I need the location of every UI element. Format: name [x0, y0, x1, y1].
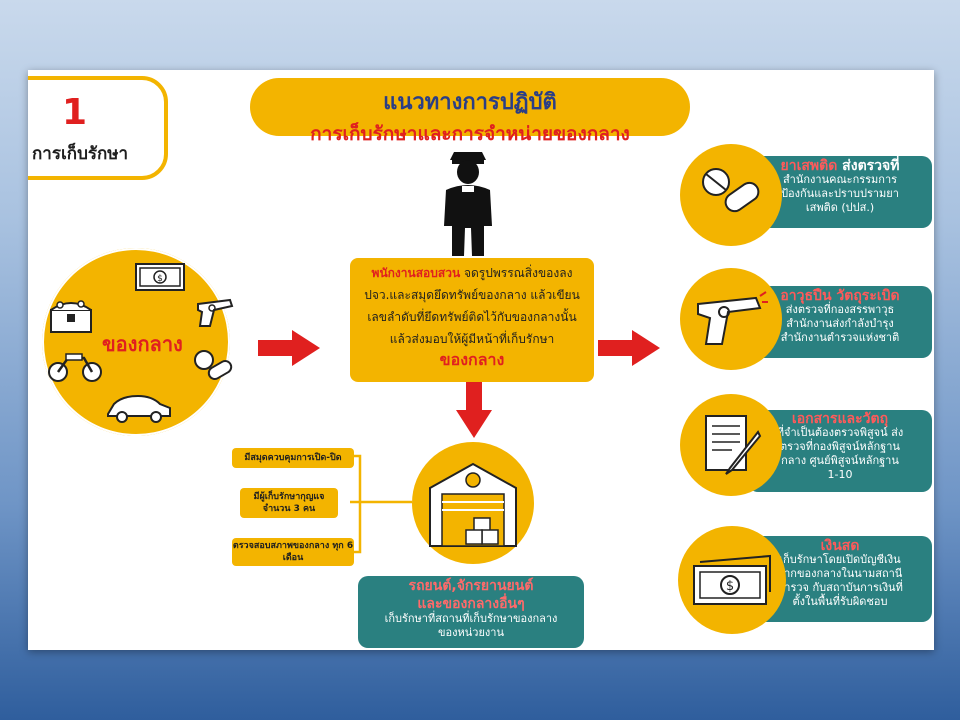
- procedure-line-5: ของกลาง: [439, 350, 505, 369]
- weapons-title: อาวุธปืน วัตถุระเบิด: [748, 289, 932, 303]
- procedure-line-2: ปจว.และสมุดยึดทรัพย์ของกลาง แล้วเขียน: [364, 288, 580, 302]
- slide: 1 การเก็บรักษา แนวทางการปฏิบัติ การเก็บร…: [28, 70, 934, 650]
- documents-line-4: 1-10: [827, 468, 853, 481]
- documents-title: เอกสารและวัตถุ: [748, 412, 932, 426]
- drugs-line-2: ป้องกันและปราบปรามยา: [781, 187, 899, 200]
- evidence-circle: $ ของกลาง: [42, 248, 234, 436]
- gun-icon: [197, 298, 234, 327]
- vehicles-title-2: และของกลางอื่นๆ: [417, 596, 525, 612]
- documents-line-3: กลาง ศูนย์พิสูจน์หลักฐาน: [781, 454, 899, 467]
- procedure-box: พนักงานสอบสวน จดรูปพรรณสิ่งของลง ปจว.และ…: [350, 258, 594, 382]
- weapons-line-2: สำนักงานส่งกำลังบำรุง: [786, 317, 894, 330]
- evidence-label: ของกลาง: [102, 332, 183, 356]
- cash-box: เงินสด เก็บรักษาโดยเปิดบัญชีเงิน ฝากของก…: [748, 536, 932, 622]
- badge-number: 1: [62, 92, 88, 133]
- documents-title-red: เอกสารและวัตถุ: [791, 411, 889, 427]
- drugs-line-3: เสพติด (ปปส.): [805, 201, 875, 214]
- title-sub: การเก็บรักษาและการจำหน่ายของกลาง: [310, 123, 630, 145]
- pills-icon: [194, 350, 233, 380]
- weapons-title-red: อาวุธปืน วัตถุระเบิด: [780, 288, 900, 304]
- connector-lines: [350, 454, 412, 554]
- documents-circle: [680, 394, 782, 496]
- cash-title-red: เงินสด: [820, 538, 860, 554]
- documents-line-1: ที่จำเป็นต้องตรวจพิสูจน์ ส่ง: [776, 426, 904, 439]
- drugs-title-rest: ส่งตรวจที่: [837, 158, 900, 174]
- cash-circle: $: [678, 526, 786, 634]
- treasure-chest-icon: [50, 300, 92, 333]
- procedure-line-1: พนักงานสอบสวน จดรูปพรรณสิ่งของลง: [350, 262, 594, 284]
- storage-circle: [412, 442, 534, 564]
- drugs-circle: [680, 144, 782, 246]
- weapons-circle: [680, 268, 782, 370]
- procedure-line-3: เลขลำดับที่ยึดทรัพย์ติดไว้กับของกลางนั้น: [367, 310, 577, 324]
- svg-text:$: $: [157, 274, 163, 284]
- arrow-right-icon: [598, 330, 660, 366]
- drugs-line-1: สำนักงานคณะกรรมการ: [782, 173, 898, 186]
- drugs-title: ยาเสพติด ส่งตรวจที่: [748, 159, 932, 173]
- arrow-right-icon: [258, 330, 320, 366]
- storage-rule-3: ตรวจสอบสภาพของกลาง ทุก 6 เดือน: [232, 538, 354, 566]
- vehicles-desc-1: เก็บรักษาที่สถานที่เก็บรักษาของกลาง: [384, 612, 558, 625]
- banknote-icon: $: [135, 263, 185, 291]
- procedure-line-1-text: จดรูปพรรณสิ่งของลง: [460, 266, 573, 280]
- cash-title: เงินสด: [748, 539, 932, 553]
- storage-rule-1: มีสมุดควบคุมการเปิด-ปิด: [232, 448, 354, 468]
- cash-line-1: เก็บรักษาโดยเปิดบัญชีเงิน: [779, 553, 901, 566]
- section-badge: 1 การเก็บรักษา: [28, 76, 168, 180]
- revolver-icon: [697, 291, 768, 345]
- storage-rule-2: มีผู้เก็บรักษากุญแจ จำนวน 3 คน: [240, 488, 338, 518]
- weapons-line-3: สำนักงานตำรวจแห่งชาติ: [780, 331, 900, 344]
- cash-line-2: ฝากของกลางในนามสถานี: [777, 567, 903, 580]
- drugs-title-red: ยาเสพติด: [780, 158, 838, 174]
- cash-icon: $: [693, 554, 771, 605]
- car-icon: [107, 394, 171, 423]
- documents-line-2: ตรวจที่กองพิสูจน์หลักฐาน: [780, 440, 900, 453]
- procedure-line-4: แล้วส่งมอบให้ผู้มีหน้าที่เก็บรักษา: [389, 332, 555, 346]
- investigator-label: พนักงานสอบสวน: [371, 266, 461, 280]
- vehicles-title-1: รถยนต์,จักรยานยนต์: [408, 578, 534, 594]
- document-pen-icon: [705, 415, 762, 475]
- svg-text:$: $: [726, 579, 734, 594]
- vehicles-desc-2: ของหน่วยงาน: [438, 626, 504, 639]
- warehouse-icon: [429, 462, 517, 547]
- badge-label: การเก็บรักษา: [32, 144, 129, 164]
- police-officer-icon: [444, 152, 492, 256]
- motorcycle-icon: [48, 353, 102, 382]
- title-banner: แนวทางการปฏิบัติ การเก็บรักษาและการจำหน่…: [250, 78, 690, 145]
- pills-icon: [702, 168, 760, 213]
- cash-line-3: ตำรวจ กับสถาบันการเงินที่: [777, 581, 903, 594]
- drugs-box: ยาเสพติด ส่งตรวจที่ สำนักงานคณะกรรมการ ป…: [748, 156, 932, 228]
- cash-line-4: ตั้งในพื้นที่รับผิดชอบ: [792, 595, 888, 608]
- title-main: แนวทางการปฏิบัติ: [383, 90, 557, 115]
- arrow-down-icon: [456, 382, 492, 438]
- weapons-line-1: ส่งตรวจที่กองสรรพาวุธ: [785, 303, 895, 316]
- vehicles-box: รถยนต์,จักรยานยนต์ และของกลางอื่นๆ เก็บร…: [358, 576, 584, 648]
